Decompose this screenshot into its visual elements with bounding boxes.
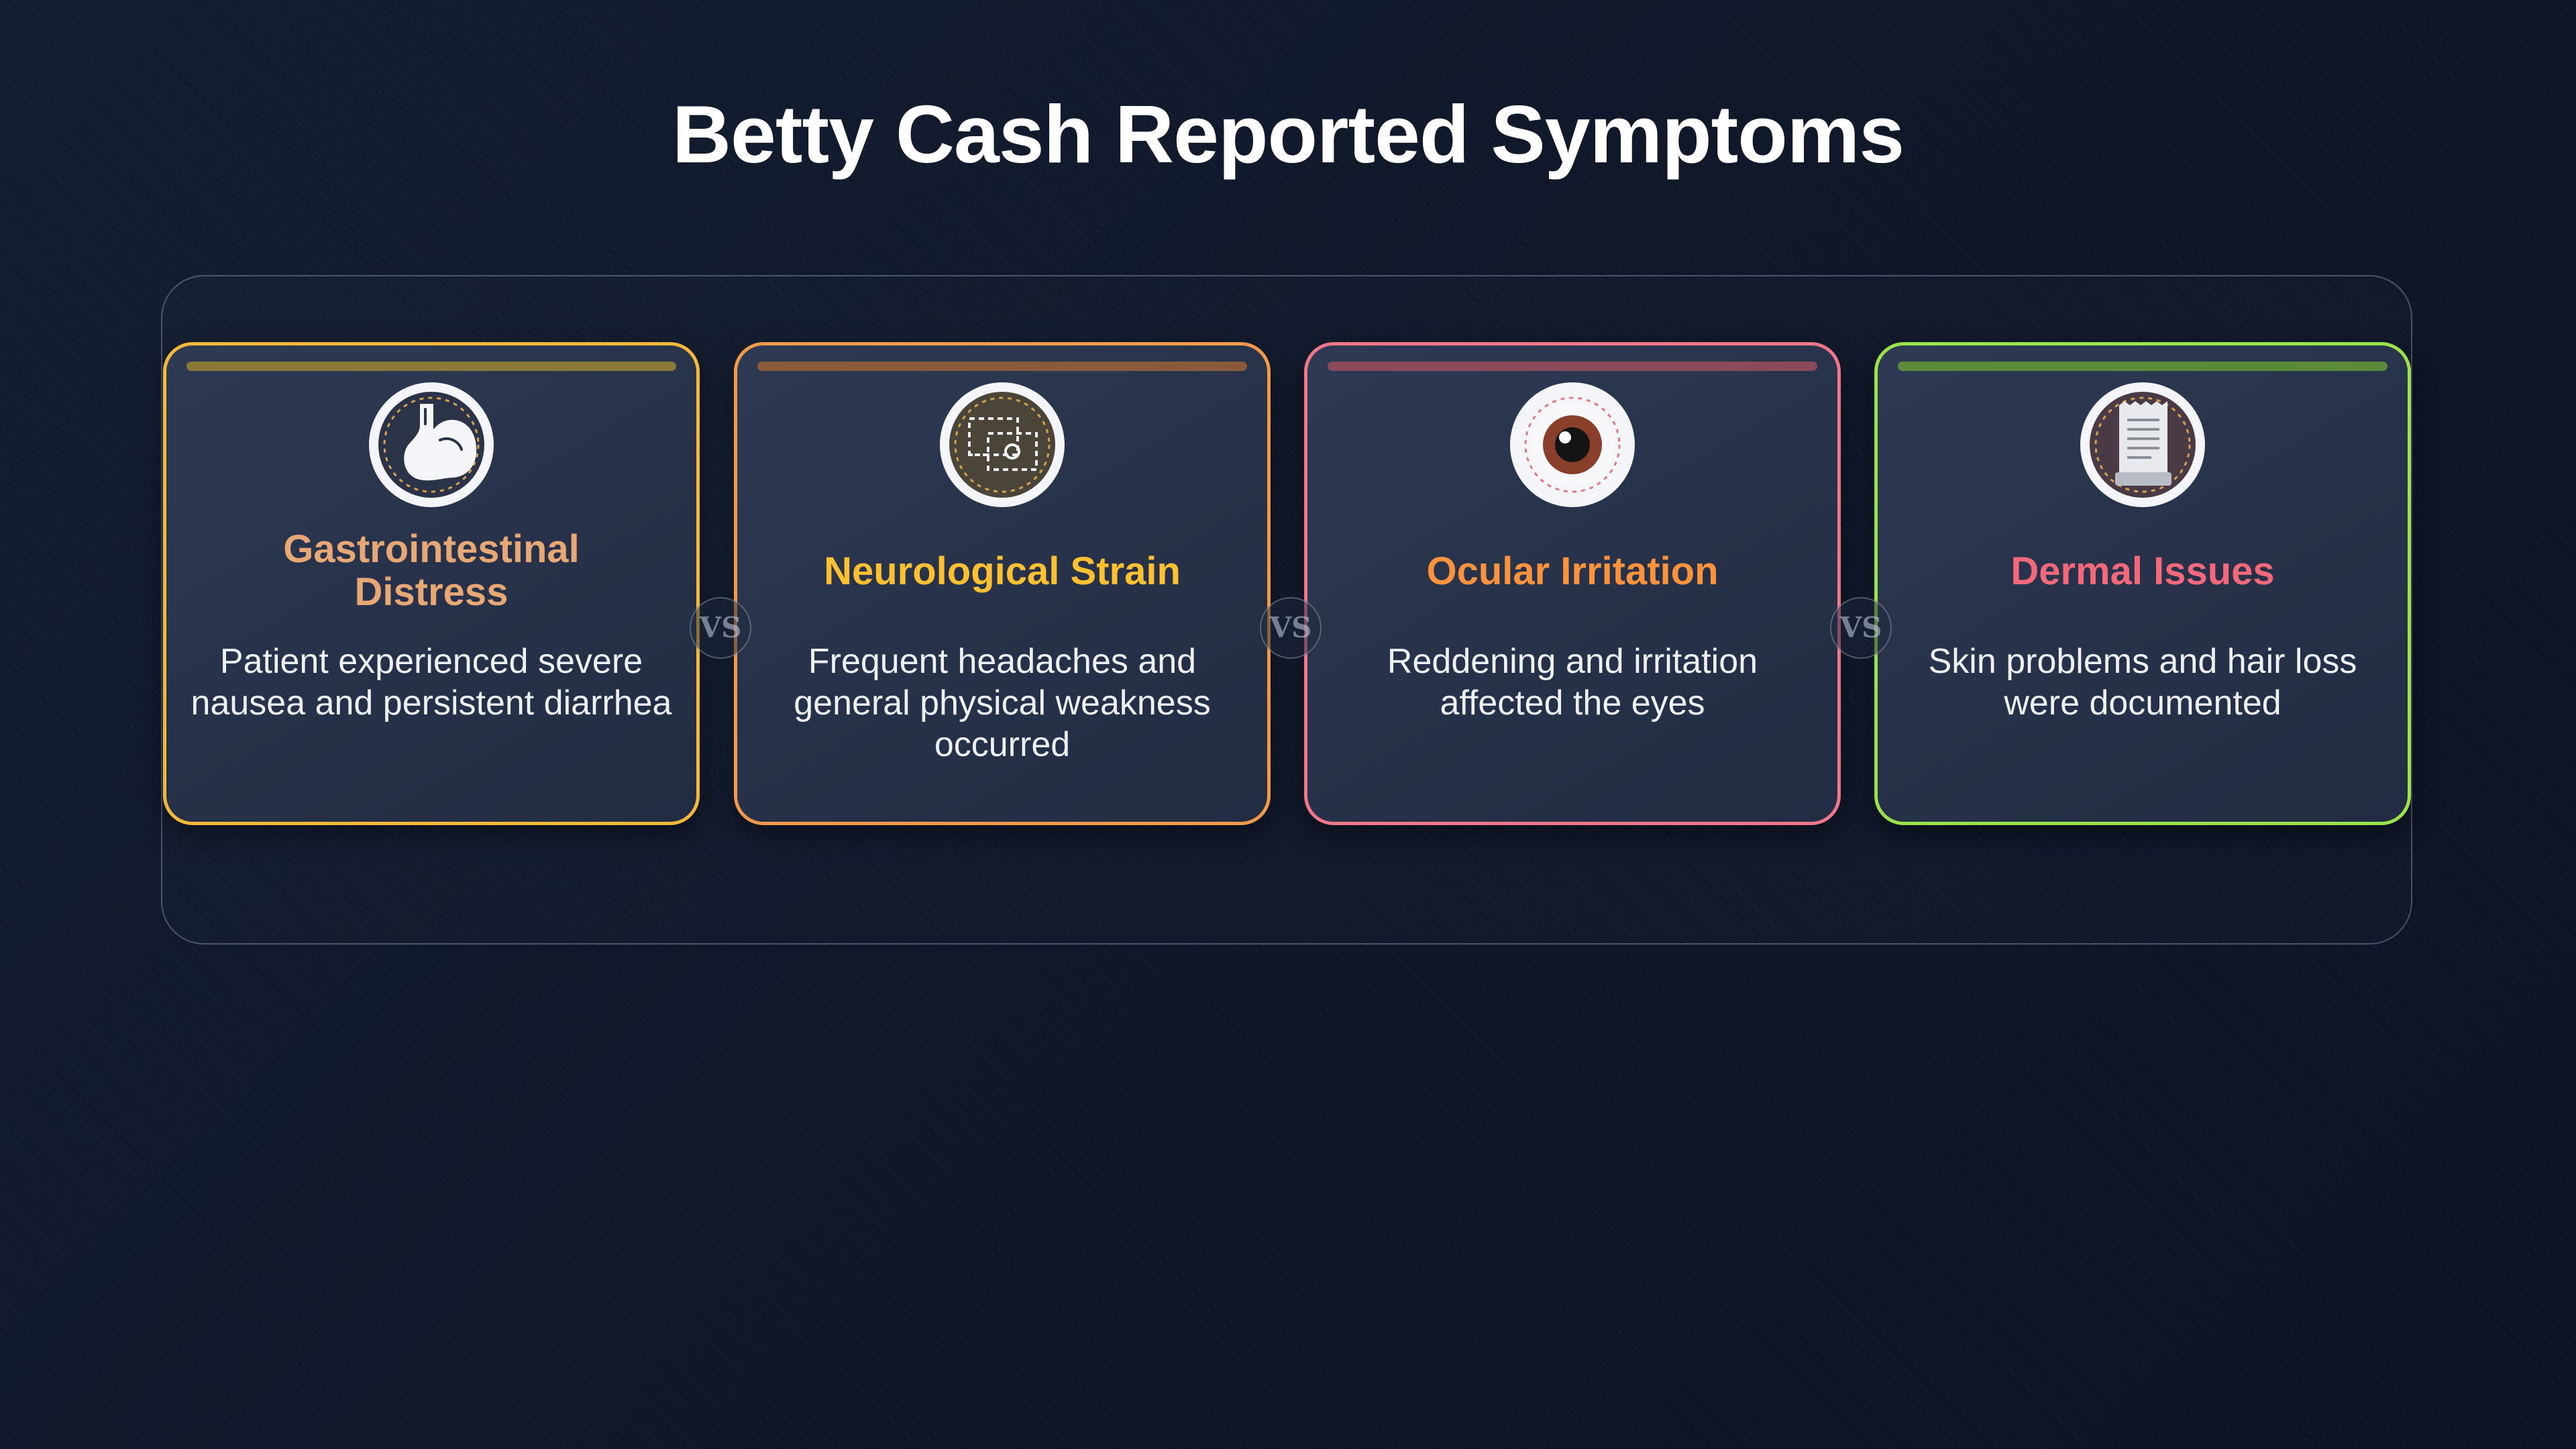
card-description: Frequent headaches and general physical …	[794, 642, 1211, 764]
stomach-icon	[369, 382, 494, 507]
symptom-card-ocular: Ocular Irritation Reddening and irritati…	[1304, 342, 1841, 825]
card-accent-bar	[1328, 362, 1817, 371]
document-icon	[2080, 382, 2205, 507]
card-title: Dermal Issues	[2010, 549, 2275, 593]
vs-separator: VS	[1830, 597, 1892, 659]
symptoms-container	[161, 275, 2412, 945]
card-title: Ocular Irritation	[1426, 549, 1719, 593]
page-title: Betty Cash Reported Symptoms	[672, 89, 1904, 180]
card-description: Patient experienced severe nausea and pe…	[191, 642, 672, 722]
card-title: Neurological Strain	[824, 549, 1181, 593]
eye-icon	[1510, 382, 1635, 507]
symptom-card-gastrointestinal: Gastrointestinal Distress Patient experi…	[163, 342, 700, 825]
card-accent-bar	[757, 362, 1247, 371]
card-description: Skin problems and hair loss were documen…	[1928, 642, 2357, 722]
card-description: Reddening and irritation affected the ey…	[1387, 642, 1758, 722]
card-title: Gastrointestinal Distress	[283, 527, 580, 614]
card-accent-bar	[186, 362, 676, 371]
symptom-card-dermal: Dermal Issues Skin problems and hair los…	[1874, 342, 2411, 825]
card-accent-bar	[1898, 362, 2387, 371]
brain-scan-icon	[940, 382, 1065, 507]
vs-separator: VS	[690, 597, 751, 659]
vs-separator: VS	[1260, 597, 1322, 659]
symptom-card-neurological: Neurological Strain Frequent headaches a…	[734, 342, 1271, 825]
